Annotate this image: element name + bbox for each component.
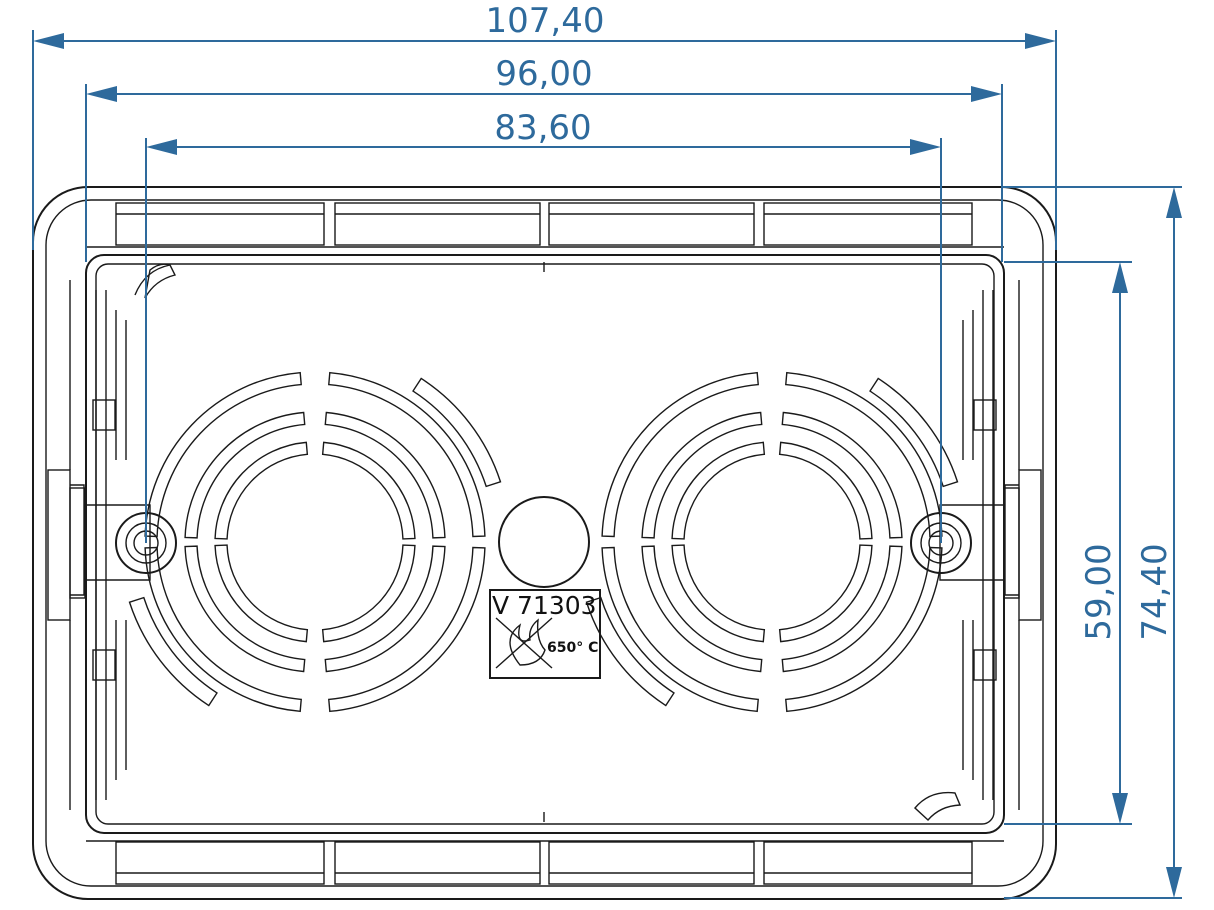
knockout-segment [144, 371, 302, 538]
knockout-segment [144, 546, 302, 713]
dimension-overall-height: 74,40 [1002, 186, 1182, 899]
knockout-slot [869, 377, 959, 488]
knockout-segment [641, 411, 763, 539]
label-temperature: 650° C [547, 640, 598, 656]
knockout-segment [778, 441, 873, 540]
dimension-screw-spacing: 83,60 [145, 108, 942, 543]
dimension-overall-width: 107,40 [32, 1, 1057, 250]
knockout-segment [184, 545, 306, 673]
knockout-segment [785, 371, 943, 538]
box-outline [32, 186, 1057, 900]
knockout-segment [601, 546, 759, 713]
knockout-segment [781, 545, 903, 673]
dimension-inner-height: 59,00 [1004, 261, 1132, 825]
dim-label-overall-height: 74,40 [1135, 543, 1175, 640]
knockout-segment [671, 441, 766, 540]
knockout-segment [671, 544, 766, 643]
knockout-segment [321, 441, 416, 540]
knockout-segment [184, 411, 306, 539]
top-ribs [115, 202, 973, 246]
knockout-slot [585, 596, 675, 707]
dim-label-inner-height: 59,00 [1079, 543, 1119, 640]
knockout-segment [778, 544, 873, 643]
knockout-segment [214, 441, 309, 540]
knockout-slot [412, 377, 502, 488]
knockout-segment [324, 411, 446, 539]
center-knockout [498, 496, 590, 588]
label-code: V 71303 [492, 591, 597, 620]
dim-label-screw-spacing: 83,60 [494, 108, 591, 148]
knockout-segment [328, 546, 486, 713]
dim-label-overall-width: 107,40 [486, 1, 605, 41]
knockout-segment [214, 544, 309, 643]
knockout-rings [128, 371, 959, 713]
knockout-segment [601, 371, 759, 538]
screw-bracket-right [910, 487, 1020, 599]
bottom-ribs [115, 841, 973, 885]
knockout-segment [324, 545, 446, 673]
knockout-segment [328, 371, 486, 538]
dim-label-frame-width: 96,00 [495, 54, 592, 94]
right-side-details [914, 280, 1042, 822]
knockout-segment [785, 546, 943, 713]
knockout-slot [128, 596, 218, 707]
dimension-frame-width: 96,00 [85, 54, 1003, 262]
knockout-segment [321, 544, 416, 643]
flame-icon [495, 617, 553, 669]
knockout-segment [641, 545, 763, 673]
material-label: V 71303 650° C [489, 589, 601, 679]
knockout-segment [781, 411, 903, 539]
